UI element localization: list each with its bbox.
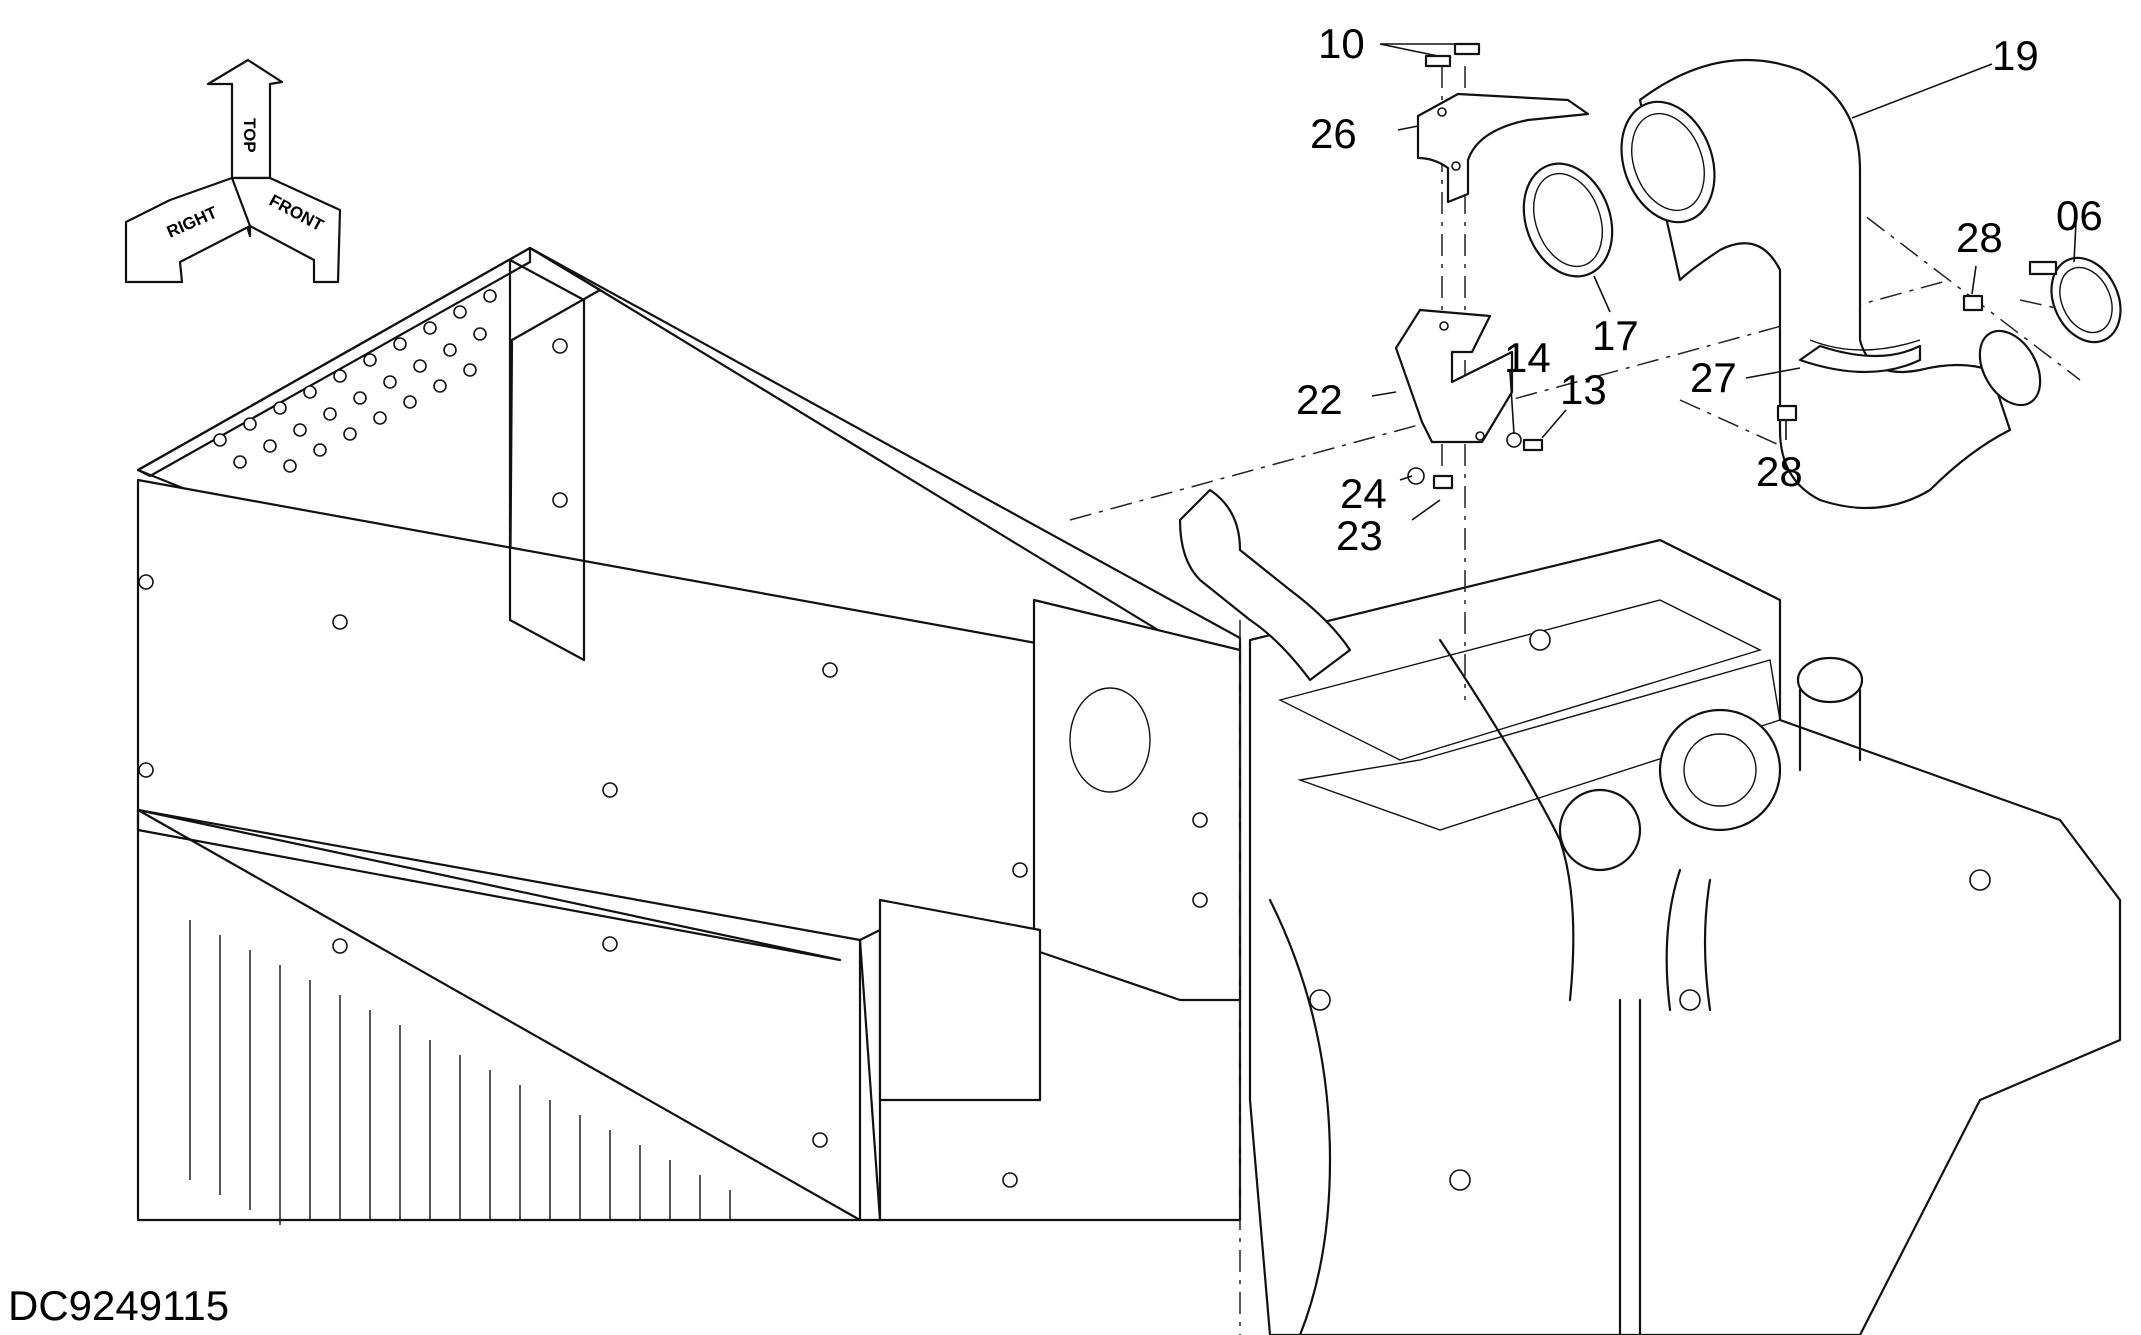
callout-19: 19 <box>1992 32 2039 79</box>
perforation-holes <box>213 289 497 473</box>
callout-28-upper: 28 <box>1956 214 2003 261</box>
callout-22: 22 <box>1296 376 1343 423</box>
callout-17: 17 <box>1592 312 1639 359</box>
document-id: DC9249115 <box>8 1282 230 1329</box>
callout-24: 24 <box>1340 470 1387 517</box>
callout-10: 10 <box>1318 20 1365 67</box>
part-19-intake-hose <box>1620 58 2042 510</box>
part-13-bolt <box>1522 438 1544 452</box>
leader-lines <box>1371 43 2077 521</box>
orientation-compass: TOP FRONT RIGHT <box>124 58 342 284</box>
radiator-housing <box>136 246 1242 1225</box>
part-24-washer <box>1407 467 1425 485</box>
callout-13: 13 <box>1560 366 1607 413</box>
panel-bolts <box>138 338 1208 1188</box>
part-28-bolt-lower <box>1776 404 1798 422</box>
part-26-clamp-bracket <box>1416 92 1590 204</box>
callout-27: 27 <box>1690 354 1737 401</box>
callout-14: 14 <box>1504 334 1551 381</box>
part-27-band-clamp <box>1798 344 1922 374</box>
callout-28-lower: 28 <box>1756 448 1803 495</box>
intake-elbow <box>1178 488 1352 682</box>
callout-23: 23 <box>1336 512 1383 559</box>
part-06-hose-clamp <box>2028 256 2122 344</box>
callout-06: 06 <box>2056 192 2103 239</box>
turbocharger <box>1658 708 1782 832</box>
part-17-hose-clamp <box>1522 162 1614 278</box>
part-28-bolt-upper <box>1962 294 1984 312</box>
compass-label-top: TOP <box>240 118 259 153</box>
callouts: 10 26 19 17 14 13 22 24 23 28 06 27 28 <box>1296 20 2103 559</box>
part-10-bolts <box>1424 42 1481 68</box>
engine-assembly <box>1178 488 2122 1335</box>
part-22-bracket <box>1394 308 1514 444</box>
callout-26: 26 <box>1310 110 1357 157</box>
compass-arrow-front <box>230 176 342 284</box>
compass-arrow-right <box>124 176 252 284</box>
part-23-bolt <box>1432 474 1454 490</box>
radiator-louvers <box>189 920 731 1225</box>
part-14-washer <box>1506 432 1522 448</box>
